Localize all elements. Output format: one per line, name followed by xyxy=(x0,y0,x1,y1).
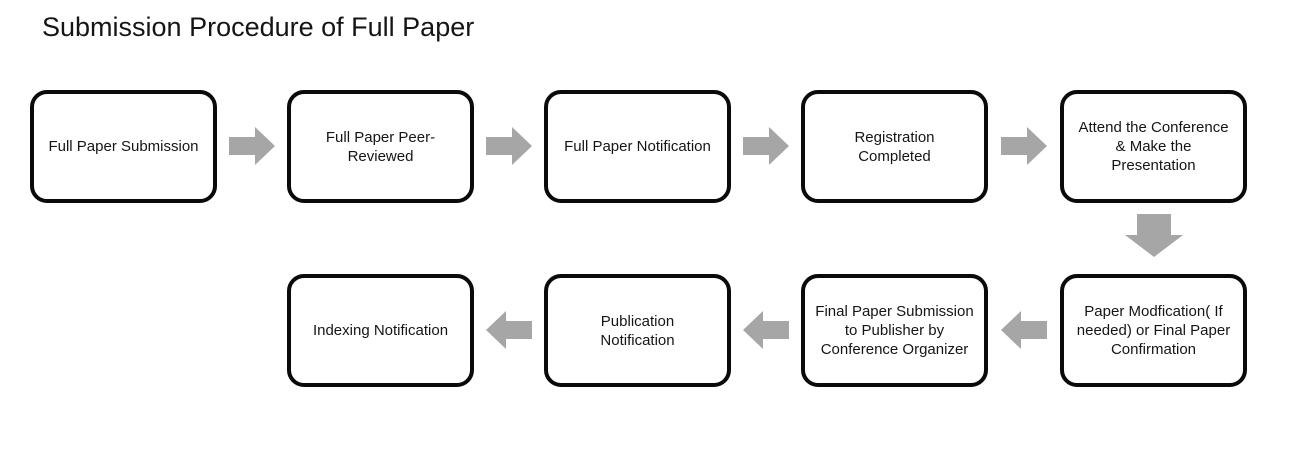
block-arrow-right-icon xyxy=(1001,127,1047,165)
flow-step-attend-conference: Attend the Conference & Make the Present… xyxy=(1060,90,1247,203)
block-arrow-down-icon xyxy=(1125,214,1183,257)
step-label: Attend the Conference & Make the Present… xyxy=(1078,119,1229,174)
flow-step-full-paper-submission: Full Paper Submission xyxy=(30,90,217,203)
flow-step-indexing-notification: Indexing Notification xyxy=(287,274,474,387)
flow-step-paper-modification: Paper Modfication( If needed) or Final P… xyxy=(1060,274,1247,387)
step-label: Final Paper Submission to Publisher by C… xyxy=(815,303,974,358)
flow-step-full-paper-notification: Full Paper Notification xyxy=(544,90,731,203)
step-label: Full Paper Notification xyxy=(564,138,711,155)
step-label: Paper Modfication( If needed) or Final P… xyxy=(1076,303,1231,358)
block-arrow-left-icon xyxy=(486,311,532,349)
step-label: Indexing Notification xyxy=(312,322,449,339)
step-label: Registration Completed xyxy=(854,128,935,165)
block-arrow-left-icon xyxy=(1001,311,1047,349)
flow-step-registration-completed: Registration Completed xyxy=(801,90,988,203)
flow-step-full-paper-peer-reviewed: Full Paper Peer- Reviewed xyxy=(287,90,474,203)
flow-step-publication-notification: Publication Notification xyxy=(544,274,731,387)
block-arrow-left-icon xyxy=(743,311,789,349)
step-label: Full Paper Submission xyxy=(48,138,199,155)
block-arrow-right-icon xyxy=(743,127,789,165)
diagram-title: Submission Procedure of Full Paper xyxy=(42,12,475,42)
flow-step-final-paper-submission: Final Paper Submission to Publisher by C… xyxy=(801,274,988,387)
step-label: Full Paper Peer- Reviewed xyxy=(325,128,436,165)
step-label: Publication Notification xyxy=(600,312,675,349)
block-arrow-right-icon xyxy=(486,127,532,165)
block-arrow-right-icon xyxy=(229,127,275,165)
